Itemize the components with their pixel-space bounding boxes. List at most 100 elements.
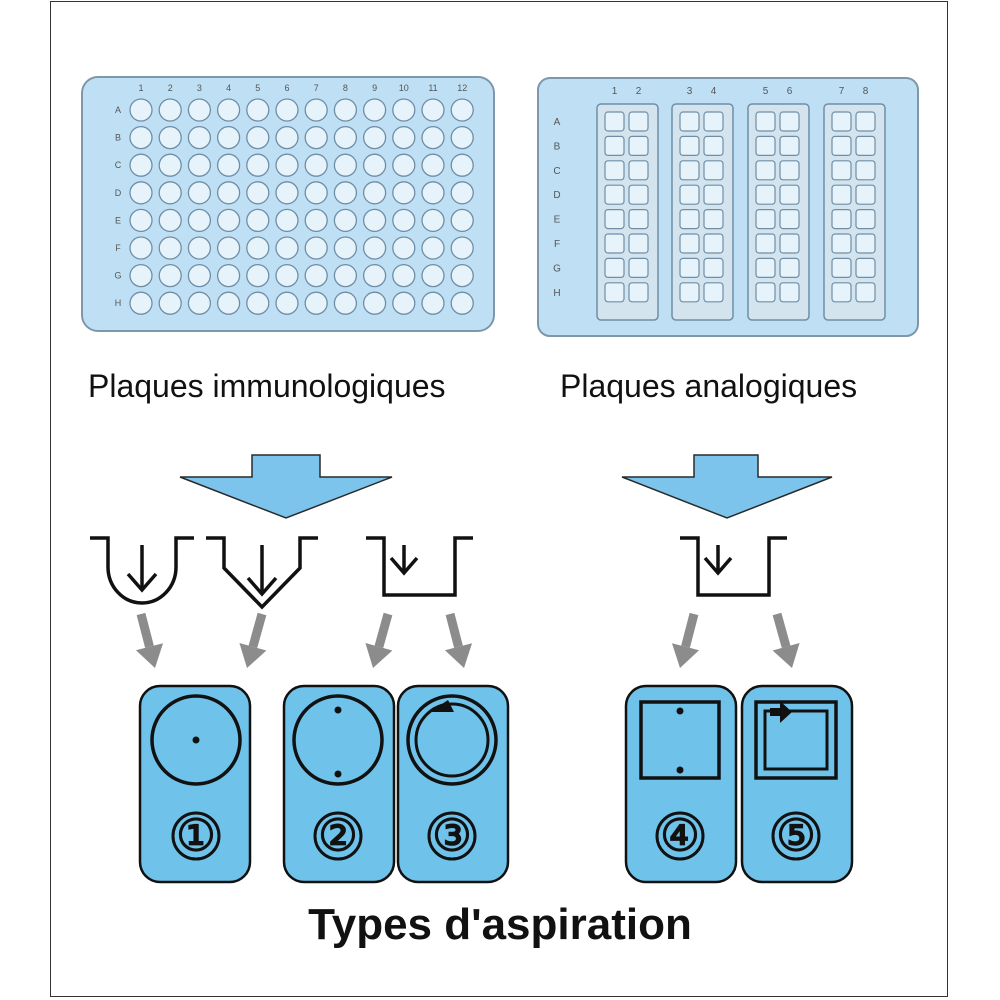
analog-well <box>779 233 800 254</box>
grey-arrow-shaft <box>374 612 393 649</box>
analog-row-label: E <box>554 215 561 226</box>
immuno-well <box>304 125 328 150</box>
aspiration-number-2: ② <box>318 811 357 862</box>
immuno-well <box>333 125 358 150</box>
grey-arrows <box>135 612 800 668</box>
immuno-well <box>450 291 474 315</box>
immuno-well <box>129 153 153 177</box>
immuno-well <box>187 263 212 288</box>
immuno-well <box>362 236 387 260</box>
analog-row-label: B <box>554 141 561 152</box>
immuno-well <box>216 181 241 205</box>
immuno-row-label: H <box>115 298 122 308</box>
analog-row-label: G <box>553 263 561 274</box>
caption-analog-plates: Plaques analogiques <box>560 368 858 404</box>
immuno-well <box>216 125 241 150</box>
immuno-well <box>158 153 182 177</box>
analog-column-label: 1 <box>612 86 618 97</box>
analog-well <box>779 209 800 230</box>
grey-arrow-shaft <box>248 612 267 649</box>
immuno-well <box>275 98 299 122</box>
analog-well <box>604 111 625 132</box>
analog-well <box>604 135 625 156</box>
analog-well <box>855 160 876 181</box>
analog-column-label: 7 <box>839 86 845 97</box>
immuno-row-label: D <box>115 188 122 198</box>
immuno-well <box>216 263 241 288</box>
immuno-well <box>246 98 270 122</box>
analog-well <box>831 111 852 132</box>
analog-well <box>679 184 700 205</box>
immuno-row-label: A <box>115 105 121 115</box>
immuno-well <box>304 236 328 260</box>
immuno-well <box>275 208 299 233</box>
analog-well <box>779 184 800 205</box>
analog-well <box>831 184 852 205</box>
immuno-well <box>362 181 387 205</box>
immuno-well <box>129 236 153 260</box>
immuno-well <box>187 98 212 122</box>
analog-well <box>628 233 649 254</box>
immuno-column-label: 11 <box>428 83 437 93</box>
immuno-well <box>421 236 445 260</box>
analog-well <box>628 184 649 205</box>
immuno-well <box>187 181 212 205</box>
analog-well <box>604 257 625 278</box>
analog-well <box>703 184 724 205</box>
immuno-well <box>304 291 328 315</box>
immuno-row-label: G <box>114 271 121 281</box>
analog-well <box>604 184 625 205</box>
immuno-well <box>421 181 445 205</box>
analog-well <box>755 233 776 254</box>
immuno-well <box>392 291 416 315</box>
immuno-well <box>275 291 299 315</box>
immuno-well <box>362 208 387 233</box>
grey-arrow-shaft <box>772 612 791 649</box>
analog-column-label: 4 <box>711 86 717 97</box>
analog-well <box>679 233 700 254</box>
immuno-well <box>216 208 241 233</box>
immuno-well <box>275 181 299 205</box>
grey-arrow-head <box>365 643 393 668</box>
immuno-well <box>216 98 241 122</box>
immuno-well <box>275 236 299 260</box>
analog-well <box>679 111 700 132</box>
immuno-well <box>421 98 445 122</box>
analog-well <box>755 184 776 205</box>
analog-well <box>855 135 876 156</box>
immuno-well <box>392 263 416 288</box>
analog-well <box>703 135 724 156</box>
immuno-well <box>304 208 328 233</box>
analog-row-label: H <box>553 288 560 299</box>
analog-well <box>703 282 724 303</box>
analog-row-label: D <box>553 190 560 201</box>
immuno-well <box>450 263 474 288</box>
immuno-well <box>362 98 387 122</box>
analog-well <box>628 209 649 230</box>
analog-well <box>779 257 800 278</box>
aspiration-card-2: ② <box>282 684 396 884</box>
immuno-column-label: 8 <box>343 83 348 93</box>
immuno-well <box>392 125 416 150</box>
immuno-row-label: C <box>115 160 122 170</box>
analog-row-label: A <box>554 117 561 128</box>
immuno-well <box>275 263 299 288</box>
well-profile-round-bottom <box>90 536 194 605</box>
analog-well <box>703 160 724 181</box>
analog-well <box>679 160 700 181</box>
grey-arrow-head <box>444 643 473 668</box>
immuno-well <box>450 236 474 260</box>
analog-well <box>703 233 724 254</box>
aspiration-card-4: ④ <box>624 684 738 884</box>
immuno-well <box>158 181 182 205</box>
analog-well <box>628 111 649 132</box>
analog-well <box>604 209 625 230</box>
analog-well <box>755 160 776 181</box>
immuno-well <box>216 236 241 260</box>
aspiration-card-5: ⑤ <box>740 684 854 884</box>
analog-well <box>779 160 800 181</box>
immuno-well <box>421 291 445 315</box>
immuno-well <box>158 236 182 260</box>
